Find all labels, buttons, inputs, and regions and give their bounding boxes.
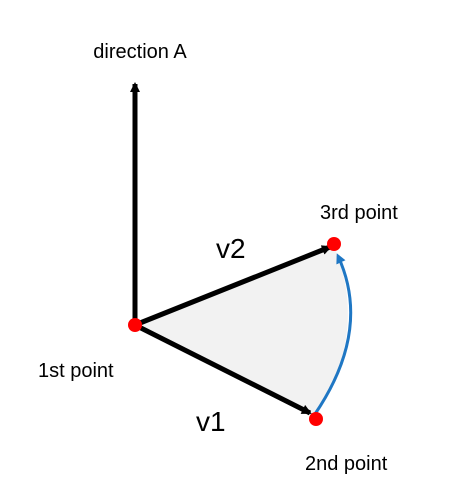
point-3-label: 3rd point [320,202,398,224]
point-1-label: 1st point [38,360,114,382]
direction-a-label: direction A [93,41,187,63]
v2-arrow [134,244,332,328]
v2-label: v2 [216,233,246,264]
v1-label: v1 [196,406,226,437]
point-1-marker [128,318,142,332]
angle-sector [135,244,348,418]
point-2-label: 2nd point [305,453,388,475]
v1-arrow [133,322,312,416]
point-3-marker [327,237,341,251]
point-2-marker [309,412,323,426]
rotation-arc [313,253,353,415]
